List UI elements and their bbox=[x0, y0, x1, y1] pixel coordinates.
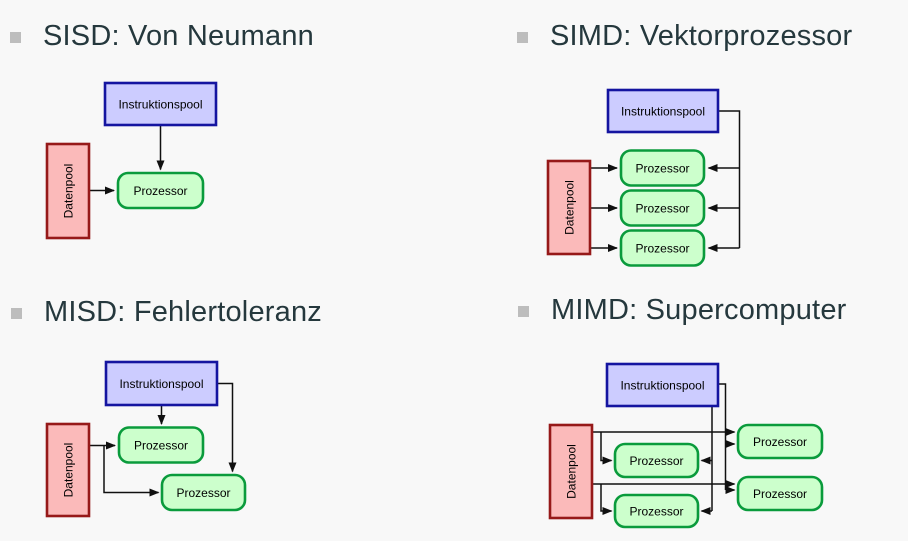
bullet-square-icon bbox=[518, 306, 529, 317]
processor-box-2 bbox=[160, 473, 247, 512]
processor-label-2: Prozessor bbox=[635, 202, 689, 216]
instruction-pool-label: Instruktionspool bbox=[119, 377, 203, 391]
processor-label-2: Prozessor bbox=[176, 486, 230, 500]
instruction-bus-outer-line bbox=[718, 383, 727, 490]
instruction-pool-box bbox=[605, 362, 720, 408]
processor-label-right-1: Prozessor bbox=[753, 435, 807, 449]
arrow-instruction-to-processor-2 bbox=[217, 382, 237, 473]
data-pool-label: Datenpool bbox=[62, 164, 76, 219]
data-pool-label: Datenpool bbox=[563, 180, 577, 235]
data-pool-box bbox=[45, 142, 91, 240]
instruction-pool-label: Instruktionspool bbox=[620, 379, 704, 393]
data-pool-label: Datenpool bbox=[62, 443, 76, 498]
bullet-square-icon bbox=[10, 32, 21, 43]
processor-box bbox=[116, 171, 205, 210]
panel-sisd: SISD: Von Neumann Instruktionspool Daten… bbox=[0, 0, 454, 270]
processor-box-3 bbox=[619, 229, 706, 267]
mimd-diagram: Instruktionspool Datenpool Prozessor Pro… bbox=[548, 362, 824, 529]
processor-label-left-2: Prozessor bbox=[629, 505, 683, 519]
arrow-data-to-left-processor-1 bbox=[600, 432, 613, 465]
processor-label-1: Prozessor bbox=[134, 439, 188, 453]
instruction-pool-box bbox=[606, 88, 720, 134]
bullet-square-icon bbox=[517, 32, 528, 43]
simd-diagram: Instruktionspool Datenpool Prozessor Pro… bbox=[546, 88, 741, 267]
bullet-square-icon bbox=[11, 308, 22, 319]
panel-title-misd: MISD: Fehlertoleranz bbox=[44, 296, 322, 328]
panel-title-sisd: SISD: Von Neumann bbox=[43, 20, 314, 52]
processor-box-1 bbox=[117, 426, 205, 464]
instruction-pool-label: Instruktionspool bbox=[621, 105, 705, 119]
panel-misd-heading: MISD: Fehlertoleranz bbox=[11, 296, 322, 329]
instruction-pool-box bbox=[104, 360, 219, 407]
panel-mimd-heading: MIMD: Supercomputer bbox=[518, 294, 847, 327]
panel-simd: SIMD: Vektorprozessor Instruktionspool D… bbox=[454, 0, 908, 270]
instruction-pool-box bbox=[103, 81, 218, 127]
panel-title-mimd: MIMD: Supercomputer bbox=[551, 294, 847, 326]
data-pool-box bbox=[45, 422, 91, 518]
processor-label-right-2: Prozessor bbox=[753, 487, 807, 501]
panel-mimd: MIMD: Supercomputer Instruktionspool Dat… bbox=[454, 270, 908, 541]
misd-diagram: Instruktionspool Datenpool Prozessor Pro… bbox=[45, 360, 247, 518]
data-pool-box bbox=[548, 423, 594, 520]
panel-sisd-heading: SISD: Von Neumann bbox=[10, 20, 314, 53]
processor-label-left-1: Prozessor bbox=[629, 454, 683, 468]
processor-box-right-2 bbox=[736, 475, 824, 512]
arrow-data-to-processor-2 bbox=[103, 445, 160, 497]
panel-misd: MISD: Fehlertoleranz Instruktionspool Da… bbox=[0, 270, 454, 541]
processor-label-1: Prozessor bbox=[635, 162, 689, 176]
sisd-diagram: Instruktionspool Datenpool Prozessor bbox=[45, 81, 218, 240]
processor-box-left-1 bbox=[613, 442, 700, 479]
processor-box-left-2 bbox=[613, 493, 700, 529]
processor-box-right-1 bbox=[736, 423, 824, 460]
panel-simd-heading: SIMD: Vektorprozessor bbox=[517, 20, 853, 53]
instruction-bus-line bbox=[718, 110, 741, 248]
panel-title-simd: SIMD: Vektorprozessor bbox=[550, 20, 853, 52]
processor-label: Prozessor bbox=[133, 184, 187, 198]
data-pool-label: Datenpool bbox=[565, 444, 579, 499]
data-pool-box bbox=[546, 159, 592, 256]
instruction-pool-label: Instruktionspool bbox=[118, 98, 202, 112]
processor-label-3: Prozessor bbox=[635, 242, 689, 256]
arrow-data-to-left-processor-2 bbox=[600, 484, 613, 515]
processor-box-1 bbox=[619, 149, 706, 187]
processor-box-2 bbox=[619, 189, 706, 227]
